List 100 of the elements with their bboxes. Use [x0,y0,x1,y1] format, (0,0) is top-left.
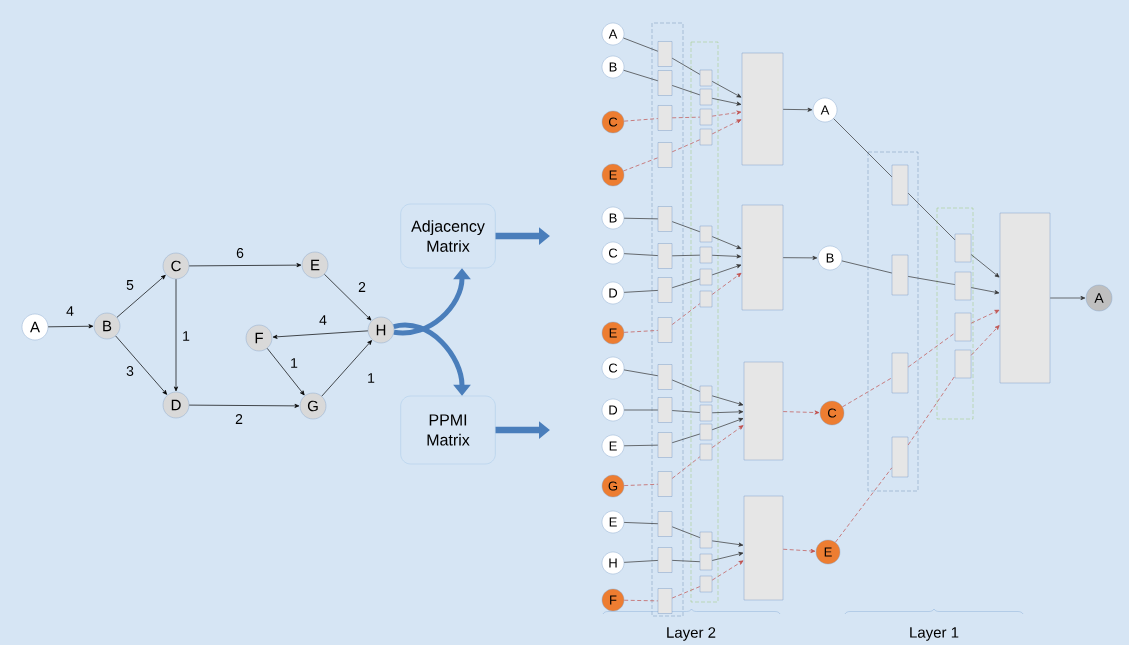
connector-line [671,433,701,444]
graph-node: B [601,55,625,79]
graph-node: B [817,245,843,271]
arrow [711,417,744,431]
unit-box [657,317,673,343]
graph-node: B [601,206,625,230]
matrix-box: PPMI Matrix [400,395,496,465]
graph-node: A [21,313,49,341]
connector-line [671,139,701,153]
graph-node: C [819,400,845,426]
connector-line [671,278,701,289]
connector-line [623,444,659,447]
graph-node: B [93,312,121,340]
aggregation-box [999,212,1051,384]
graph-node: E [601,434,625,458]
unit-box [699,553,713,571]
arrow [711,254,742,259]
connector-line [907,192,956,241]
connector-line [623,290,659,293]
arrow [324,273,372,321]
unit-box [657,105,673,131]
connector-line [835,467,893,543]
connector-line [623,330,659,333]
connector-line [671,586,701,599]
connector-line [623,560,659,563]
arrow [188,403,300,408]
unit-box [699,575,713,593]
unit-box [699,246,713,264]
unit-box [657,588,673,614]
unit-box [699,225,713,243]
unit-box [699,385,713,403]
unit-box [699,128,713,146]
unit-box [657,41,673,67]
edge-label: 2 [357,281,367,293]
unit-box [891,436,909,478]
graph-node: C [601,110,625,134]
unit-box [699,443,713,461]
arrow [321,340,372,397]
aggregation-box [743,361,784,461]
unit-box [657,243,673,269]
graph-node: H [367,316,395,344]
unit-box [699,268,713,286]
connector-line [623,369,659,377]
edge-label: 1 [181,330,191,342]
connector-line [623,483,659,486]
edge-label: 4 [318,314,328,326]
arrow [711,409,744,414]
arrow [272,330,369,339]
arrow [711,395,744,406]
unit-box [657,397,673,423]
connector-line [907,375,956,446]
arrow [711,425,744,448]
connector-line [842,377,893,408]
edge-label: 3 [125,365,135,377]
layer-label: Layer 2 [667,627,716,641]
unit-box [657,206,673,232]
connector-line [623,253,659,256]
connector-line [623,599,659,602]
unit-box [657,471,673,497]
unit-box [699,69,713,87]
unit-box [699,531,713,549]
graph-node: H [601,551,625,575]
connector-line [671,57,701,75]
connector-line [671,560,701,563]
graph-node: E [301,251,329,279]
graph-node: D [601,398,625,422]
connector-line [671,221,701,233]
unit-box [891,254,909,296]
unit-box [891,164,909,206]
edge-label: 1 [366,372,376,384]
connector-line [671,456,701,479]
unit-box [954,312,972,342]
arrow [711,552,744,561]
arrow [970,254,1000,278]
unit-box [657,511,673,537]
unit-box [954,233,972,263]
graph-node: E [815,539,841,565]
arrow [188,263,302,268]
unit-box [954,271,972,301]
connector-line [841,260,893,274]
connector-line [623,69,659,82]
aggregation-box [741,52,784,166]
graph-node: E [601,163,625,187]
arrow [711,272,742,295]
arrow [711,119,742,135]
unit-box [699,290,713,308]
connector-line [623,217,659,220]
connector-line [833,118,893,178]
connector-line [623,409,659,411]
connector-line [623,522,659,525]
unit-box [657,364,673,390]
edge-label: 1 [289,357,299,369]
connector-line [671,116,701,119]
arrow [970,309,1000,324]
unit-box [657,432,673,458]
arrow [1049,295,1086,301]
matrix-box: Adjacency Matrix [400,203,496,269]
arrow [782,255,818,260]
connector-line [671,526,701,538]
arrow [711,264,742,276]
